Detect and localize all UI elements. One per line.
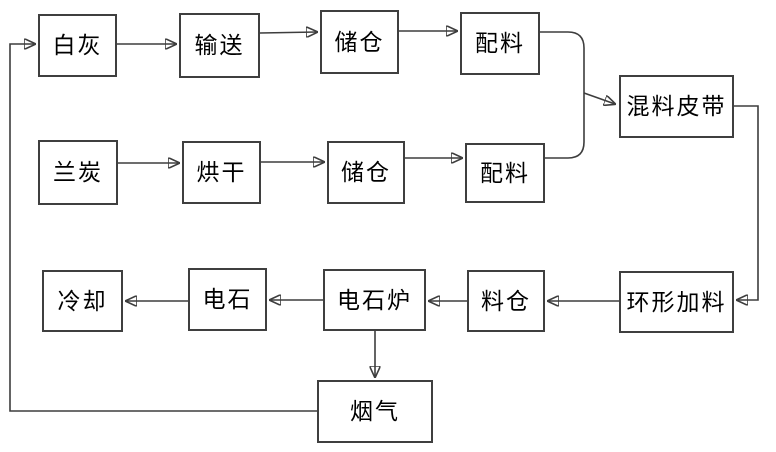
node-baihui: 白灰: [38, 14, 117, 77]
node-dianshi: 电石: [188, 268, 267, 331]
node-lengque: 冷却: [42, 270, 123, 332]
node-liaocang: 料仓: [467, 270, 545, 332]
node-honggan: 烘干: [182, 141, 261, 204]
edge-peiliao2-junction: [545, 96, 585, 159]
edge-peiliao1-junction: [540, 31, 585, 96]
node-huanxing-jialiao: 环形加料: [619, 271, 734, 333]
node-shusong: 输送: [179, 13, 260, 78]
node-hunliao-pidai: 混料皮带: [619, 75, 734, 138]
node-chucang2: 储仓: [327, 141, 405, 204]
edge-yanqi-baihui: [9, 44, 317, 412]
node-dianshilu: 电石炉: [323, 269, 426, 331]
node-peiliao1: 配料: [460, 12, 540, 75]
edge-hunliao-huanxing: [734, 105, 759, 300]
node-chucang1: 储仓: [320, 10, 399, 74]
node-peiliao2: 配料: [465, 143, 545, 203]
edge-junction-hunliao: [583, 92, 615, 104]
edge-shusong-chucang1: [259, 32, 317, 33]
node-yanqi: 烟气: [317, 380, 433, 443]
node-lantan: 兰炭: [38, 140, 118, 205]
